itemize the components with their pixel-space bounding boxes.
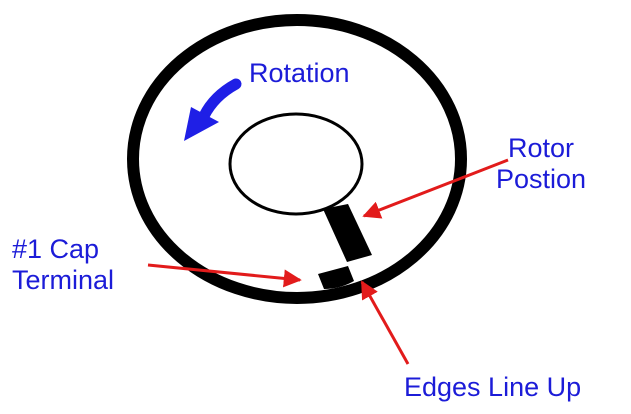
rotor-position-label-line-1: Rotor <box>508 133 575 163</box>
distributor-cap-outline <box>127 14 467 304</box>
rotor-position-arrow <box>362 158 509 219</box>
rotor-blade <box>323 204 372 262</box>
cap-terminal-arrow <box>147 263 302 288</box>
cap-terminal-label: #1 Cap Terminal <box>12 234 114 296</box>
rotor-hub <box>228 112 364 216</box>
cap-terminal <box>318 266 354 289</box>
rotor-position-label-line-2: Postion <box>496 164 587 194</box>
rotor-position-label: Rotor Postion <box>496 133 586 195</box>
cap-terminal-label-line-1: #1 Cap <box>12 234 100 264</box>
rotation-arrow-icon <box>184 78 242 141</box>
cap-terminal-label-line-2: Terminal <box>12 265 115 295</box>
edges-line-up-arrow <box>360 280 410 365</box>
edges-line-up-label: Edges Line Up <box>404 372 582 402</box>
rotation-label: Rotation <box>249 58 350 88</box>
